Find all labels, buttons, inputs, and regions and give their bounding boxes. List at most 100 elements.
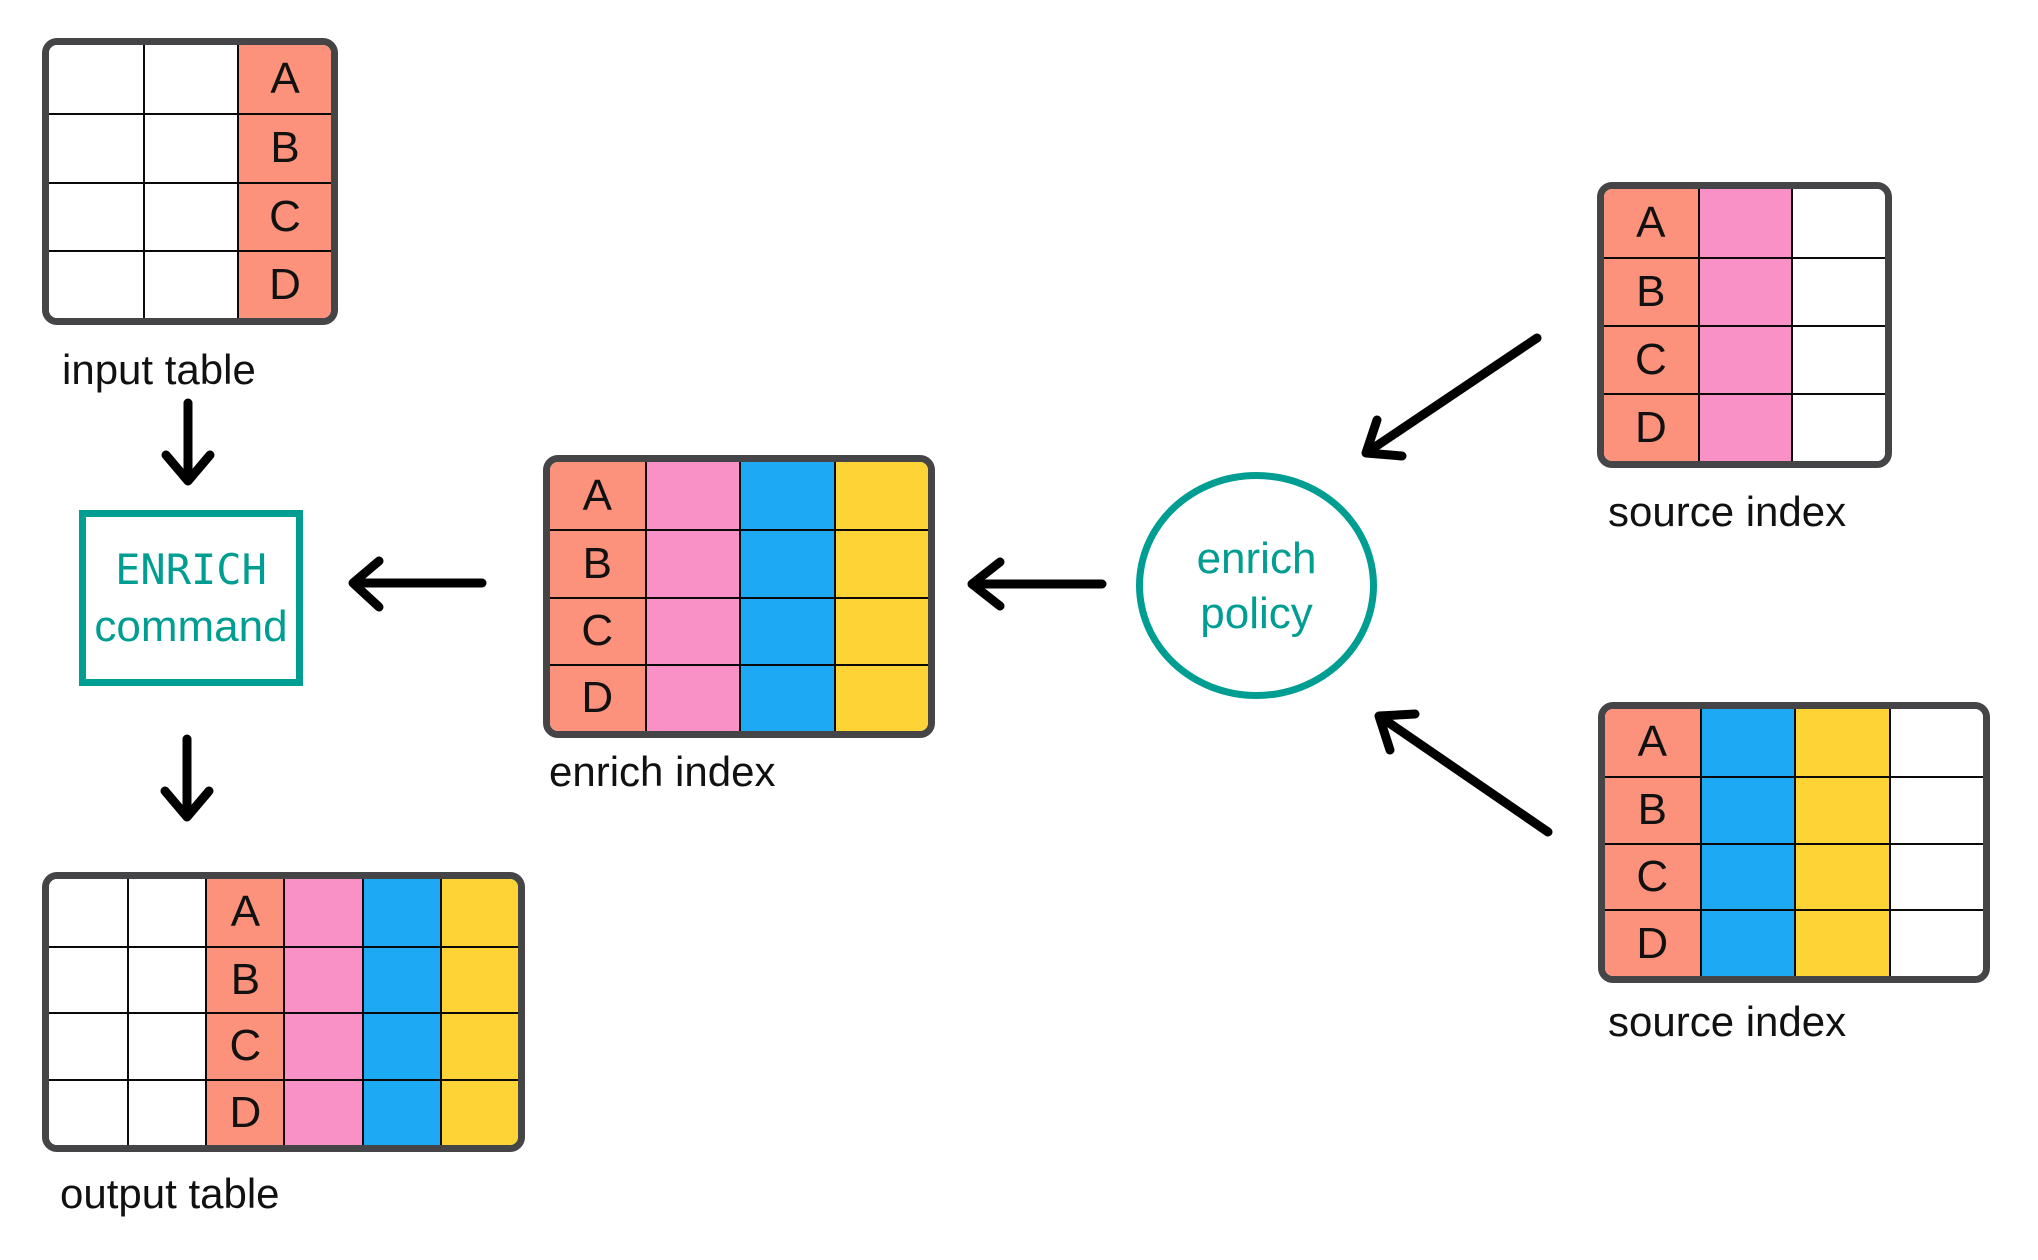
key-cell-D: D: [1605, 909, 1700, 976]
table-cell: [439, 945, 518, 1012]
table-cell: [127, 879, 206, 946]
table-cell: [49, 1012, 128, 1079]
table-cell: [1888, 709, 1983, 776]
table-cell: [439, 1078, 518, 1145]
table-cell: [49, 879, 128, 946]
source-index-bottom-label: source index: [1608, 998, 1847, 1045]
table-cell: [49, 249, 143, 318]
table-cell: [49, 45, 143, 114]
table-cell: [739, 529, 834, 597]
table-cell: [127, 1078, 206, 1145]
key-cell-A: A: [205, 879, 284, 946]
key-cell-B: B: [205, 945, 284, 1012]
arrow-source-top-to-enrich-policy-icon: [1361, 333, 1542, 461]
input-table-label: input table: [62, 346, 256, 393]
table-cell: [127, 945, 206, 1012]
table-cell: [644, 529, 739, 597]
table-cell: [127, 1012, 206, 1079]
table-cell: [1699, 775, 1794, 843]
arrow-enrich-index-to-enrich-command-icon: [348, 556, 487, 612]
source-index-top-label: source index: [1608, 488, 1847, 535]
key-cell-C: C: [550, 596, 645, 664]
key-cell-C: C: [1604, 325, 1698, 393]
key-cell-D: D: [205, 1078, 284, 1145]
enrich-command-node: ENRICH command: [79, 510, 303, 686]
key-cell-B: B: [1605, 775, 1700, 843]
arrow-enrich-command-to-output-icon: [160, 734, 214, 822]
table-cell: [361, 1012, 440, 1079]
table-cell: [283, 1012, 362, 1079]
key-cell-C: C: [1605, 842, 1700, 910]
table-cell: [1794, 709, 1889, 776]
table-cell: [283, 945, 362, 1012]
enrich-index-label: enrich index: [549, 748, 776, 795]
table-cell: [1697, 189, 1792, 257]
table-cell: [49, 945, 128, 1012]
table-cell: [833, 596, 928, 664]
table-cell: [1791, 325, 1885, 393]
table-cell: [361, 879, 440, 946]
key-cell-A: A: [550, 462, 645, 530]
table-cell: [1699, 842, 1794, 910]
key-cell-D: D: [237, 249, 331, 318]
table-cell: [1791, 393, 1885, 461]
table-cell: [361, 1078, 440, 1145]
arrow-enrich-policy-to-enrich-index-icon: [967, 557, 1107, 611]
table-cell: [833, 529, 928, 597]
table-cell: [1791, 189, 1885, 257]
table-cell: [49, 1078, 128, 1145]
key-cell-B: B: [550, 529, 645, 597]
table-cell: [439, 879, 518, 946]
table-cell: [1699, 709, 1794, 776]
key-cell-A: A: [1604, 189, 1698, 257]
arrow-source-bottom-to-enrich-policy-icon: [1374, 709, 1553, 837]
table-cell: [1888, 775, 1983, 843]
table-cell: [739, 663, 834, 731]
enrich-policy-word-1: enrich: [1196, 533, 1317, 583]
key-cell-A: A: [237, 45, 331, 114]
table-cell: [739, 462, 834, 530]
table-cell: [49, 181, 143, 250]
key-cell-A: A: [1605, 709, 1700, 776]
table-cell: [1697, 393, 1792, 461]
table-cell: [833, 663, 928, 731]
table-cell: [1699, 909, 1794, 976]
table-cell: [439, 1012, 518, 1079]
table-cell: [644, 663, 739, 731]
key-cell-B: B: [237, 113, 331, 182]
key-cell-D: D: [1604, 393, 1698, 461]
table-cell: [1794, 775, 1889, 843]
table-cell: [283, 879, 362, 946]
table-cell: [1791, 257, 1885, 325]
table-cell: [644, 462, 739, 530]
output-table-label: output table: [60, 1170, 280, 1217]
enrich-policy-node: enrich policy: [1136, 472, 1377, 699]
table-cell: [1888, 909, 1983, 976]
key-cell-D: D: [550, 663, 645, 731]
table-cell: [833, 462, 928, 530]
table-cell: [739, 596, 834, 664]
table-cell: [1794, 842, 1889, 910]
table-cell: [49, 113, 143, 182]
enrich-policy-word-2: policy: [1200, 588, 1313, 638]
table-cell: [1794, 909, 1889, 976]
table-cell: [1697, 257, 1792, 325]
table-cell: [361, 945, 440, 1012]
key-cell-C: C: [205, 1012, 284, 1079]
table-cell: [143, 113, 237, 182]
arrow-input-to-enrich-command-icon: [161, 398, 215, 486]
key-cell-B: B: [1604, 257, 1698, 325]
table-cell: [1697, 325, 1792, 393]
table-cell: [143, 45, 237, 114]
table-cell: [143, 249, 237, 318]
table-cell: [1888, 842, 1983, 910]
enrich-command-word: command: [94, 601, 288, 651]
table-cell: [283, 1078, 362, 1145]
enrich-command-keyword: ENRICH: [115, 544, 267, 594]
